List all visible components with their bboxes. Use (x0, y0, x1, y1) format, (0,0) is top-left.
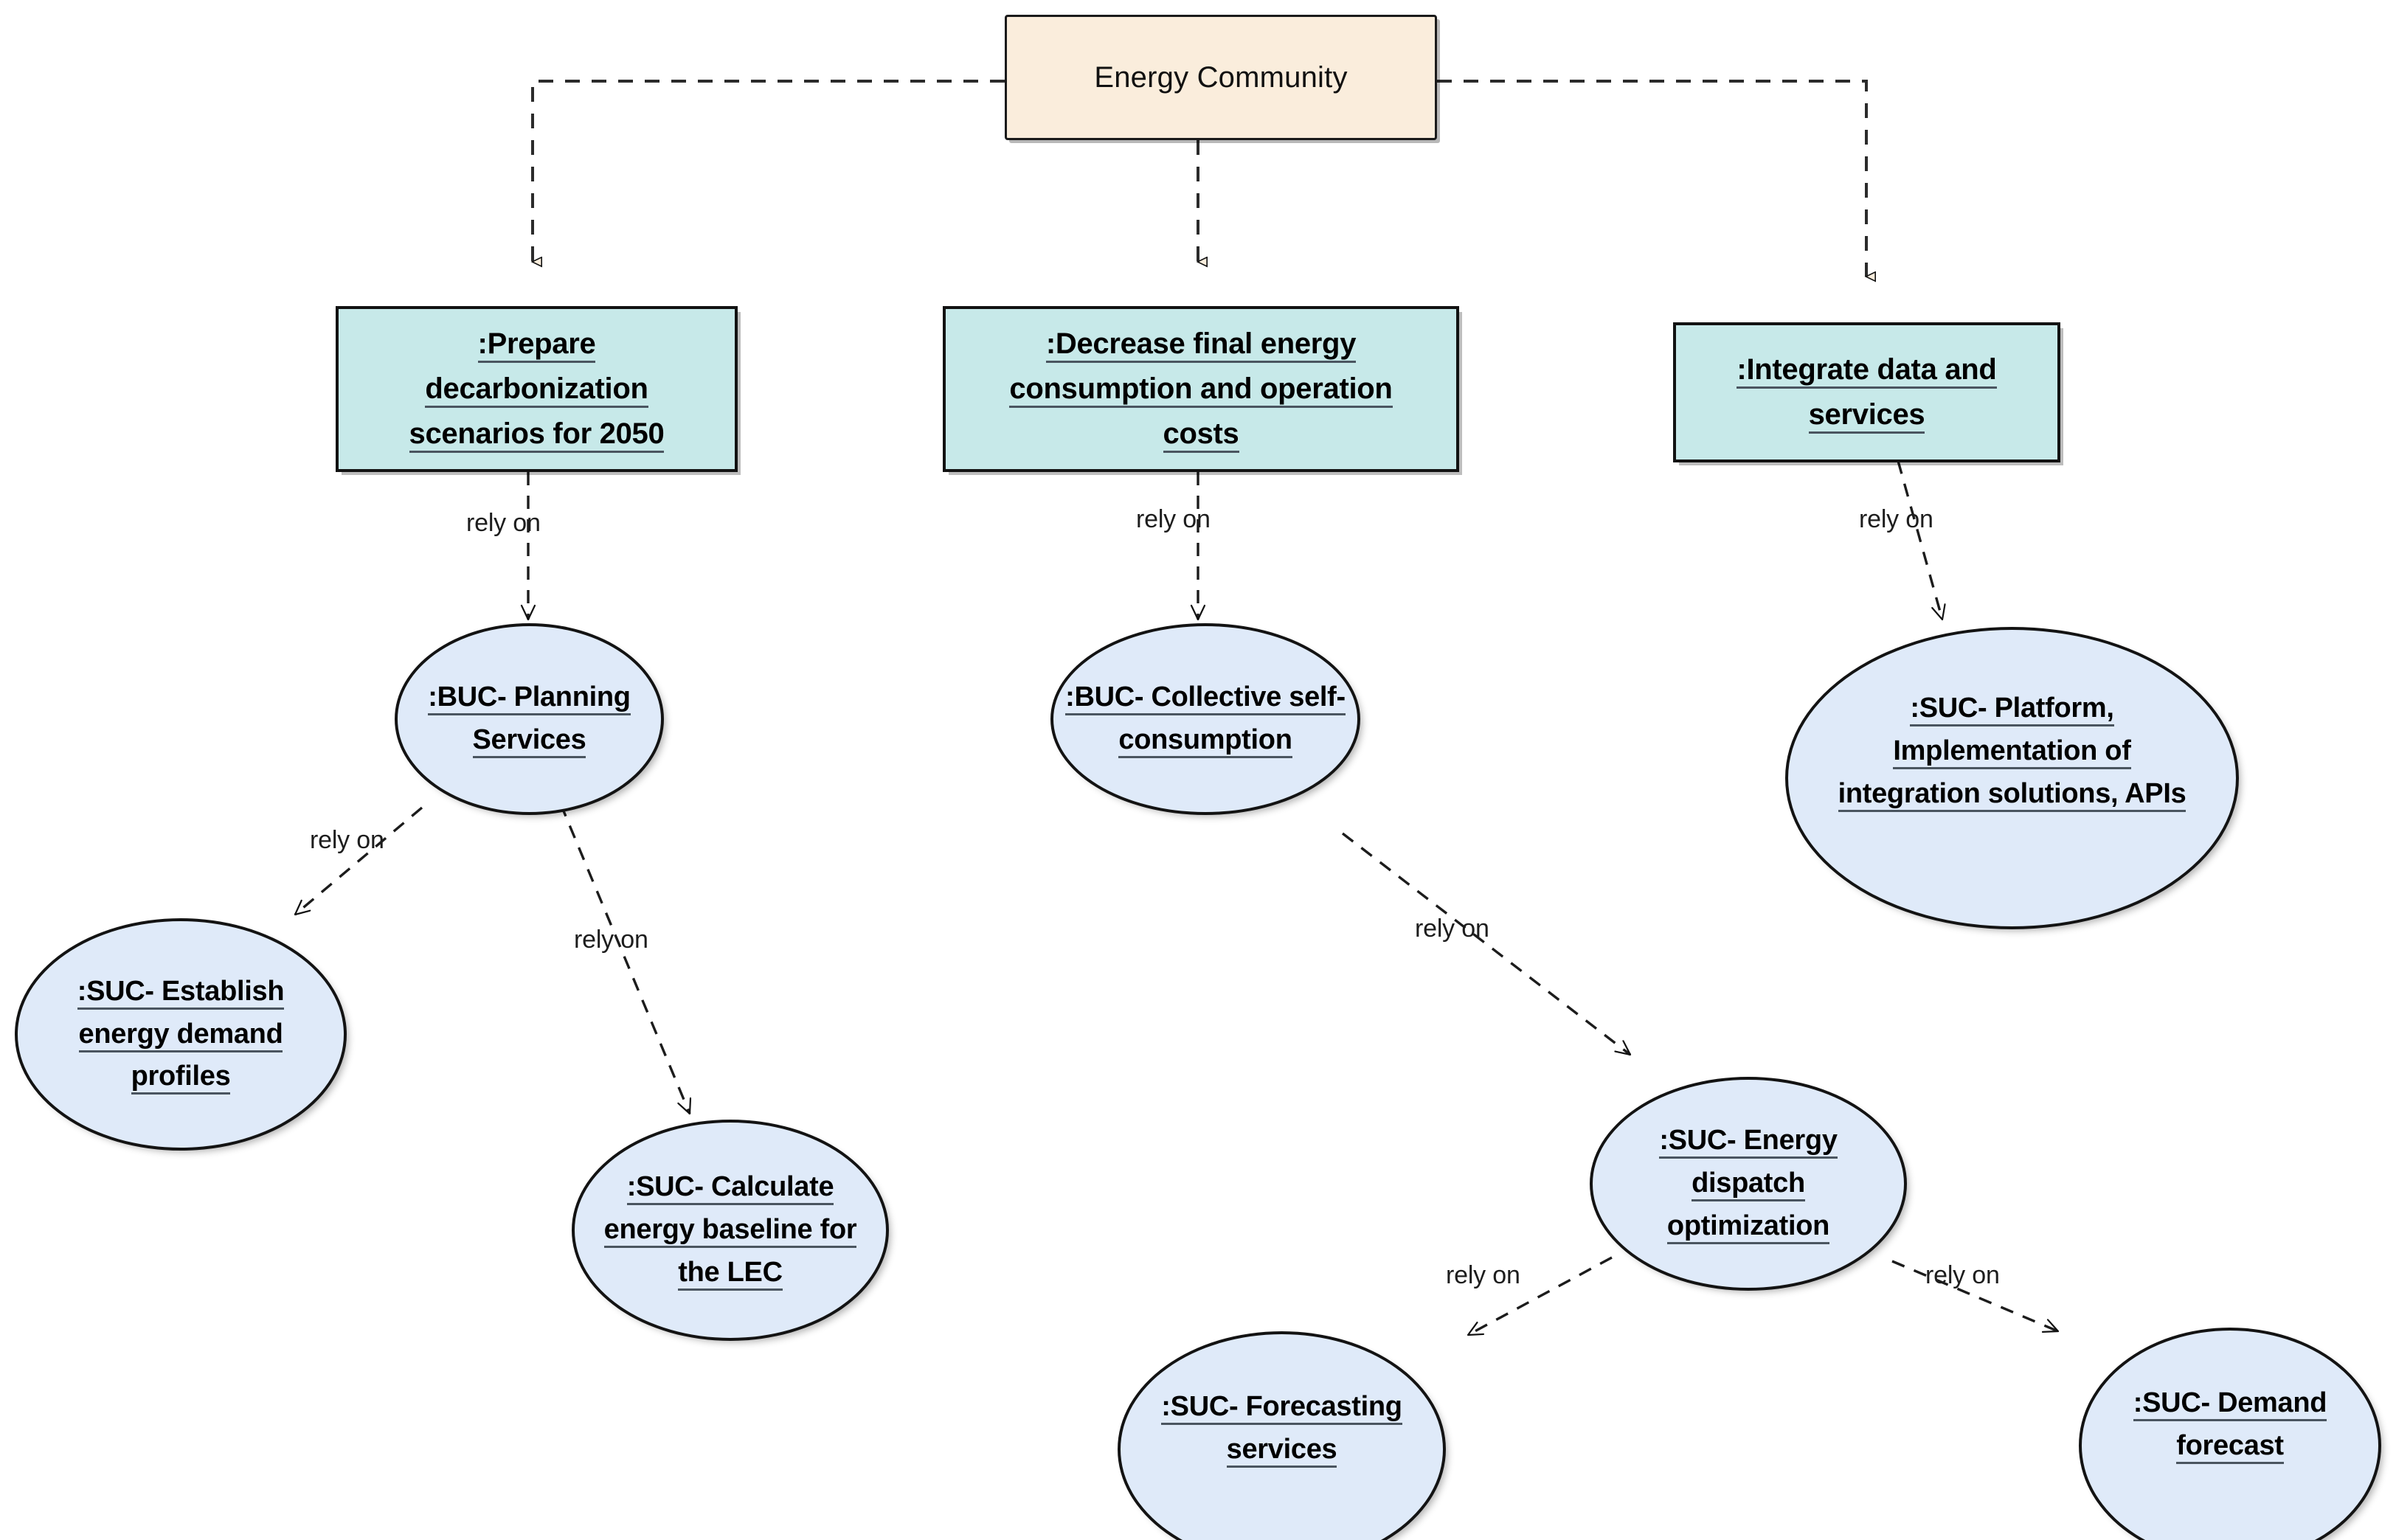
edge-label-rely-on-6: rely on (1415, 915, 1489, 943)
edge-label-rely-on-3: rely on (1859, 505, 1933, 533)
node-energy-community-label: Energy Community (1094, 60, 1348, 94)
node-buc-collective-self-consumption[interactable]: :BUC- Collective self-consumption (1050, 623, 1360, 815)
edge-dispatch-to-demand-forecast (1891, 1260, 2058, 1331)
edge-collective-to-dispatch-optimization (1341, 832, 1630, 1056)
edge-root-to-integrate-data (1437, 80, 1866, 277)
edge-label-rely-on-8: rely on (1925, 1261, 2000, 1289)
edge-label-rely-on-1: rely on (466, 509, 541, 537)
edge-integrate-to-platform-apis (1897, 460, 1942, 620)
edge-label-rely-on-4: rely on (310, 826, 384, 854)
edge-root-to-prepare-decarbonization (533, 80, 1005, 262)
node-energy-community[interactable]: Energy Community (1005, 15, 1437, 140)
edge-planning-to-establish-demand-profiles (295, 806, 423, 916)
node-buc-collective-self-consumption-label: :BUC- Collective self-consumption (1053, 676, 1357, 762)
edge-label-rely-on-5: rely on (574, 926, 648, 954)
edge-dispatch-to-forecasting-services (1468, 1256, 1613, 1336)
edge-label-rely-on-7: rely on (1446, 1261, 1520, 1289)
edge-planning-to-calculate-baseline (559, 803, 690, 1114)
edge-label-rely-on-2: rely on (1136, 505, 1211, 533)
